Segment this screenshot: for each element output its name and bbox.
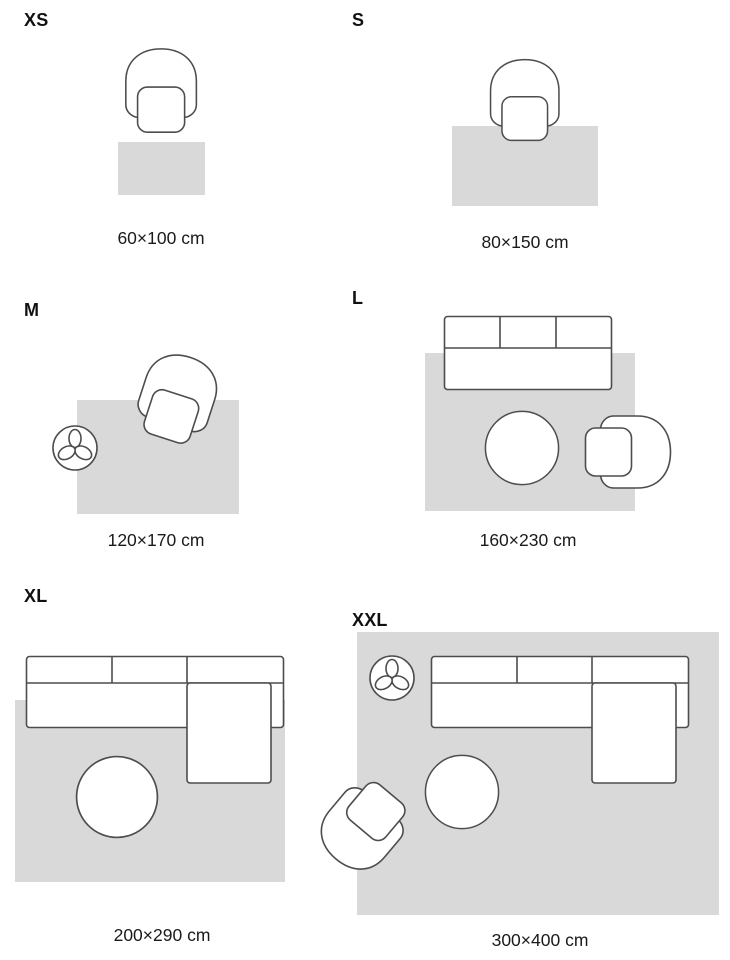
size-section-xxl xyxy=(307,632,719,915)
size-section-l xyxy=(425,315,672,511)
plant-icon xyxy=(52,425,98,471)
size-section-xs xyxy=(118,48,205,195)
size-code-l: L xyxy=(352,288,364,308)
armchair-icon xyxy=(125,48,198,133)
size-dimensions-s: 80×150 cm xyxy=(481,232,569,252)
size-code-xl: XL xyxy=(24,586,48,606)
size-code-xxl: XXL xyxy=(352,610,388,630)
rug-xs xyxy=(118,142,205,195)
size-dimensions-xxl: 300×400 cm xyxy=(491,930,589,950)
size-dimensions-m: 120×170 cm xyxy=(107,530,205,550)
size-dimensions-l: 160×230 cm xyxy=(479,530,577,550)
coffee-table-icon xyxy=(484,410,560,486)
plant-icon xyxy=(369,655,415,701)
sofa-icon xyxy=(443,315,613,391)
coffee-table-icon xyxy=(75,755,159,839)
size-code-m: M xyxy=(24,300,40,320)
size-code-s: S xyxy=(352,10,365,30)
size-code-xs: XS xyxy=(24,10,49,30)
size-section-xl xyxy=(15,655,285,882)
size-dimensions-xl: 200×290 cm xyxy=(113,925,211,945)
size-section-m xyxy=(52,345,239,514)
size-dimensions-xs: 60×100 cm xyxy=(117,228,205,248)
size-section-s xyxy=(452,58,598,206)
coffee-table-icon xyxy=(424,754,500,830)
